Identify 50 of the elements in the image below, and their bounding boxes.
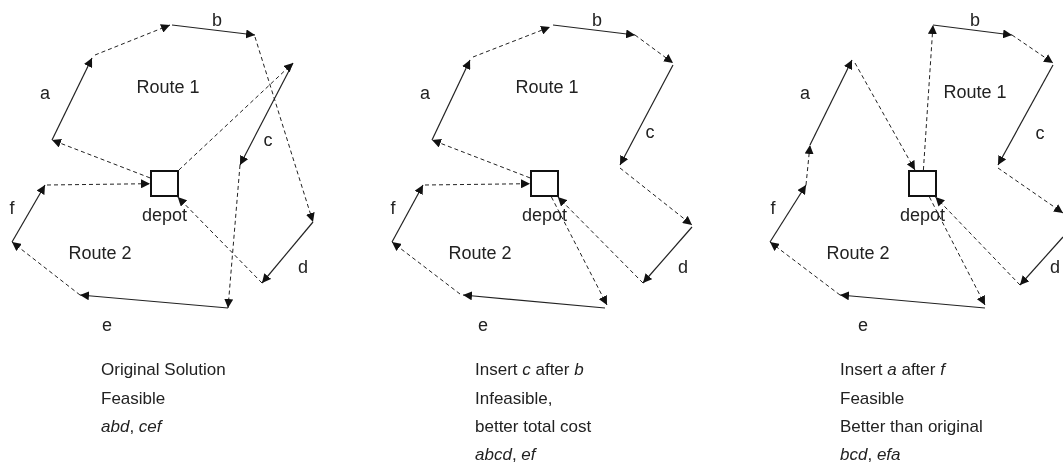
customer-label: a <box>800 84 810 102</box>
caption-text: abd, cef <box>101 417 162 435</box>
dashed-arrow <box>177 196 263 284</box>
caption-text: Insert c after b <box>475 360 584 378</box>
dashed-arrow <box>928 196 986 306</box>
route-label: Route 1 <box>136 78 200 96</box>
customer-label: b <box>592 11 602 29</box>
node-label: depot <box>900 205 945 226</box>
caption-text: bcd, efa <box>840 445 901 463</box>
dashed-arrow <box>854 62 916 171</box>
dashed-arrow <box>51 139 151 179</box>
customer-label: f <box>390 199 396 217</box>
dashed-arrow <box>46 179 151 189</box>
customer-label: e <box>858 316 868 334</box>
node-label: depot <box>522 205 567 226</box>
route-label: Route 2 <box>448 244 512 262</box>
customer-label: a <box>420 84 430 102</box>
route-label: Route 1 <box>943 83 1007 101</box>
customer-label: d <box>678 258 688 276</box>
dashed-arrow <box>431 139 531 179</box>
caption-text: Infeasible, <box>475 389 553 407</box>
caption-text: better total cost <box>475 417 592 435</box>
customer-label: c <box>263 131 273 149</box>
customer-label: e <box>102 316 112 334</box>
dashed-arrow <box>424 179 531 189</box>
dashed-arrow <box>934 196 1021 286</box>
customer-label: d <box>1050 258 1060 276</box>
customer-label: b <box>970 11 980 29</box>
caption-text: Feasible <box>101 389 166 407</box>
customer-label: d <box>298 258 308 276</box>
customer-label: f <box>770 199 776 217</box>
dashed-arrow <box>557 196 644 284</box>
caption-text: Insert a after f <box>840 360 945 378</box>
customer-label: c <box>645 123 655 141</box>
dashed-arrow <box>178 62 294 171</box>
caption-text: abcd, ef <box>475 445 536 463</box>
customer-label: f <box>9 199 15 217</box>
customer-label: a <box>40 84 50 102</box>
node-label: depot <box>142 205 187 226</box>
caption-text: Original Solution <box>101 360 226 378</box>
route-label: Route 2 <box>826 244 890 262</box>
caption-text: Feasible <box>840 389 905 407</box>
customer-label: c <box>1035 124 1045 142</box>
dashed-arrow <box>550 196 608 306</box>
route-label: Route 1 <box>515 78 579 96</box>
dashed-arrow <box>922 24 937 171</box>
caption-text: Better than original <box>840 417 983 435</box>
route-label: Route 2 <box>68 244 132 262</box>
customer-label: b <box>212 11 222 29</box>
customer-label: e <box>478 316 488 334</box>
